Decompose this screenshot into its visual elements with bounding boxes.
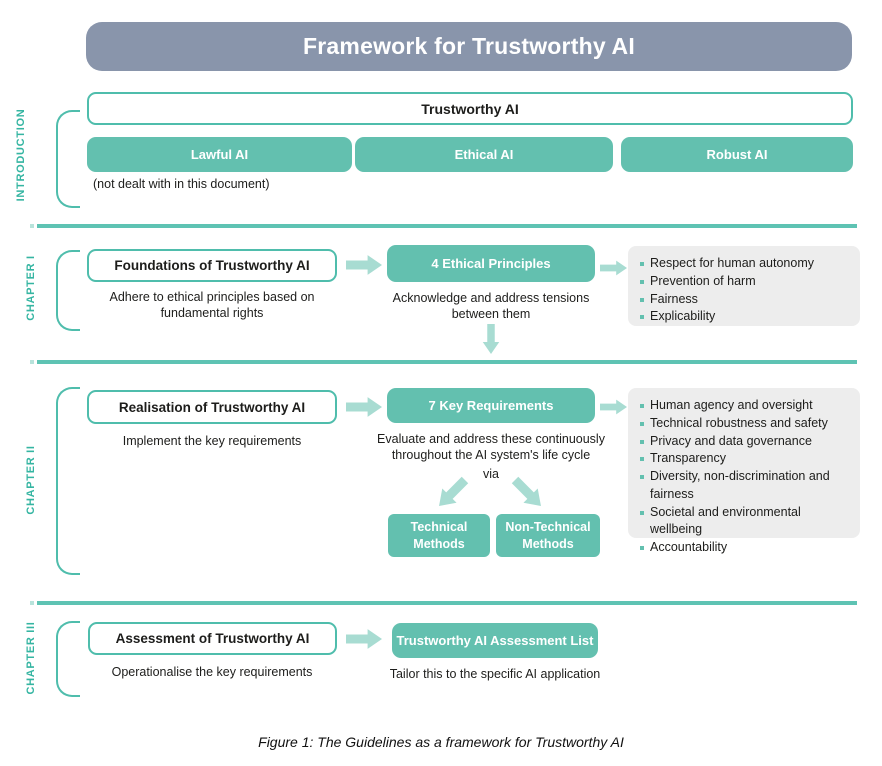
list-item-label: Societal and environmental wellbeing: [650, 504, 801, 537]
pillar-robust-ai: Robust AI: [621, 137, 853, 172]
list-item-label: Accountability: [650, 540, 728, 554]
list-item-label: Fairness: [650, 291, 698, 306]
list-item-label: Prevention of harm: [650, 273, 756, 288]
arrow-right-icon: [346, 254, 382, 276]
arrow-down-right-icon: [508, 473, 548, 513]
bracket-chapter-3: [56, 621, 80, 697]
arrow-down-left-icon: [432, 473, 472, 513]
ethical-principles-box: 4 Ethical Principles: [387, 245, 595, 282]
bullet-icon: [640, 297, 644, 302]
via-label: via: [483, 467, 499, 481]
realisation-box-label: Realisation of Trustworthy AI: [118, 399, 306, 415]
assessment-caption: Operationalise the key requirements: [111, 665, 313, 679]
list-item: Accountability: [640, 539, 850, 557]
ethical-principles-caption: Acknowledge and address tensions between…: [392, 291, 590, 322]
bullet-icon: [640, 421, 644, 426]
bracket-chapter-2: [56, 387, 80, 575]
technical-methods-box: Technical Methods: [388, 514, 490, 557]
realisation-box: Realisation of Trustworthy AI: [87, 390, 337, 424]
lawful-ai-note: (not dealt with in this document): [93, 177, 270, 191]
arrow-right-small-icon: [600, 258, 627, 278]
list-item: Fairness: [640, 291, 850, 309]
list-item-label: Transparency: [650, 451, 726, 466]
bullet-icon: [640, 546, 644, 550]
trustworthy-ai-label: Trustworthy AI: [421, 100, 519, 117]
assessment-box: Assessment of Trustworthy AI: [88, 622, 337, 655]
list-item: Societal and environmental wellbeing: [640, 504, 850, 540]
list-item-label: Technical robustness and safety: [650, 415, 828, 430]
divider-square: [30, 601, 34, 605]
list-item-label: Privacy and data governance: [650, 433, 812, 448]
technical-methods-label: Technical Methods: [410, 519, 468, 551]
section-divider: [30, 224, 857, 228]
list-item: Explicability: [640, 308, 850, 326]
list-item: Respect for human autonomy: [640, 255, 850, 273]
section-label-chapter-3: CHAPTER III: [25, 621, 37, 695]
ethical-principles-label: 4 Ethical Principles: [431, 255, 551, 271]
principles-list: Respect for human autonomy Prevention of…: [640, 255, 850, 326]
section-label-chapter-2: CHAPTER II: [25, 445, 37, 515]
realisation-caption: Implement the key requirements: [122, 434, 302, 448]
requirements-list: Human agency and oversight Technical rob…: [640, 397, 850, 557]
principles-list-box: Respect for human autonomy Prevention of…: [628, 246, 860, 326]
section-divider: [30, 601, 857, 605]
bullet-icon: [640, 262, 644, 266]
foundations-caption: Adhere to ethical principles based on fu…: [109, 290, 315, 321]
bracket-chapter-1: [56, 250, 80, 331]
section-label-introduction: INTRODUCTION: [15, 108, 27, 202]
section-divider: [30, 360, 857, 364]
divider-square: [30, 360, 34, 364]
bracket-introduction: [56, 110, 80, 208]
list-item: Human agency and oversight: [640, 397, 850, 415]
list-item-label: Diversity, non-discrimination and fairne…: [650, 469, 830, 501]
foundations-box-label: Foundations of Trustworthy AI: [114, 258, 310, 273]
trustworthy-ai-box: Trustworthy AI: [87, 92, 853, 125]
list-item-label: Human agency and oversight: [650, 398, 813, 412]
bullet-icon: [640, 475, 644, 479]
bullet-icon: [640, 439, 644, 444]
header-banner: Framework for Trustworthy AI: [86, 22, 852, 71]
list-item-label: Respect for human autonomy: [650, 256, 814, 270]
list-item: Privacy and data governance: [640, 433, 850, 451]
non-technical-methods-label: Non-Technical Methods: [505, 519, 591, 551]
assessment-list-caption: Tailor this to the specific AI applicati…: [389, 667, 601, 681]
arrow-right-small-icon: [600, 397, 627, 417]
divider-line: [37, 224, 857, 228]
arrow-down-icon: [476, 324, 506, 354]
foundations-box: Foundations of Trustworthy AI: [87, 249, 337, 282]
bullet-icon: [640, 279, 644, 284]
arrow-right-icon: [346, 628, 382, 650]
pillar-lawful-ai-label: Lawful AI: [190, 146, 249, 162]
assessment-list-label: Trustworthy AI Assessment List: [396, 632, 594, 648]
bullet-icon: [640, 404, 644, 408]
bullet-icon: [640, 510, 644, 515]
list-item: Technical robustness and safety: [640, 415, 850, 433]
non-technical-methods-box: Non-Technical Methods: [496, 514, 600, 557]
page-title: Framework for Trustworthy AI: [303, 33, 635, 59]
divider-line: [37, 601, 857, 605]
pillar-ethical-ai-label: Ethical AI: [454, 146, 514, 162]
list-item: Prevention of harm: [640, 273, 850, 291]
requirements-list-box: Human agency and oversight Technical rob…: [628, 388, 860, 554]
list-item-label: Explicability: [650, 309, 716, 324]
key-requirements-box: 7 Key Requirements: [387, 388, 595, 423]
bullet-icon: [640, 457, 644, 462]
list-item: Diversity, non-discrimination and fairne…: [640, 468, 850, 504]
key-requirements-caption: Evaluate and address these continuously …: [377, 432, 605, 463]
section-label-chapter-1: CHAPTER I: [25, 255, 37, 321]
assessment-box-label: Assessment of Trustworthy AI: [115, 631, 310, 646]
list-item: Transparency: [640, 450, 850, 468]
divider-square: [30, 224, 34, 228]
figure-caption: Figure 1: The Guidelines as a framework …: [258, 734, 624, 750]
bullet-icon: [640, 315, 644, 320]
divider-line: [37, 360, 857, 364]
assessment-list-box: Trustworthy AI Assessment List: [392, 623, 598, 658]
pillar-lawful-ai: Lawful AI: [87, 137, 352, 172]
pillar-ethical-ai: Ethical AI: [355, 137, 613, 172]
pillar-robust-ai-label: Robust AI: [706, 146, 768, 162]
arrow-right-icon: [346, 396, 382, 418]
key-requirements-label: 7 Key Requirements: [428, 397, 554, 413]
